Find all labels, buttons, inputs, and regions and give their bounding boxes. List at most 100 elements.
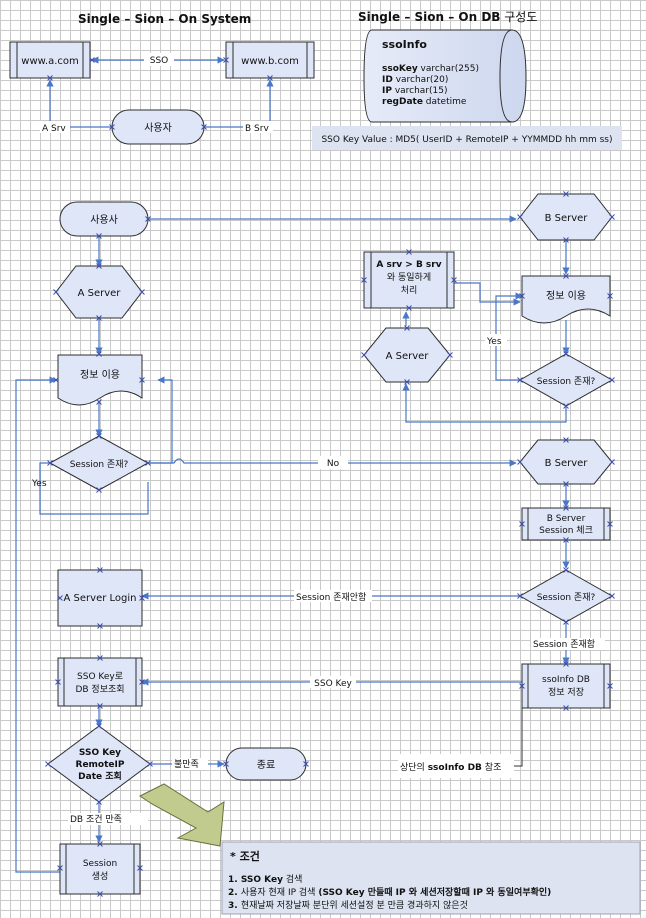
connection-point-mark <box>563 403 569 409</box>
connection-point-mark <box>137 865 143 871</box>
session-exist-label: Session 존재함 <box>533 639 595 650</box>
connection-point-mark <box>57 595 63 601</box>
end-terminal: 종료 <box>225 747 307 781</box>
connection-point-mark <box>145 460 151 466</box>
a-to-b-line3: 처리 <box>401 284 418 296</box>
connection-point-mark <box>223 57 229 63</box>
session-check-right-bottom: Session 존재? <box>518 569 614 623</box>
table-name: ssoInfo <box>382 38 427 51</box>
a-to-b-line2: 와 동일하게 <box>387 271 431 283</box>
session-create-line2: 생성 <box>92 871 109 882</box>
connection-point-mark <box>607 521 613 527</box>
site-a-box: www.a.com <box>9 41 91 79</box>
connection-point-mark <box>139 289 145 295</box>
yes-left-label: Yes <box>31 479 47 489</box>
connection-points <box>45 57 615 897</box>
no-label: No <box>327 459 340 469</box>
connection-point-mark <box>53 289 59 295</box>
a-server-1-label: A Server <box>78 288 122 299</box>
connection-point-mark <box>563 537 569 543</box>
user-label: 사용자 <box>144 122 172 134</box>
connection-point-mark <box>563 661 569 667</box>
session-check-left-label: Session 존재? <box>70 459 129 470</box>
connection-point-mark <box>563 505 569 511</box>
field-ip: IP varchar(15) <box>382 86 448 96</box>
connection-point-mark <box>96 233 102 239</box>
connection-point-mark <box>406 305 412 311</box>
field-regdate: regDate datetime <box>382 97 467 107</box>
b-server-mid-label: B Server <box>545 458 589 469</box>
b-srv-label: B Srv <box>245 124 269 134</box>
field-id: ID varchar(20) <box>382 75 448 85</box>
connection-point-mark <box>89 57 95 63</box>
ssoinfo-save-line1: ssoInfo DB <box>542 675 590 685</box>
connection-point-mark <box>96 315 102 321</box>
connection-point-mark <box>563 351 569 357</box>
connection-point-mark <box>517 377 523 383</box>
connection-point-mark <box>361 352 367 358</box>
connection-point-mark <box>45 761 51 767</box>
connection-point-mark <box>97 703 103 709</box>
connection-point-mark <box>517 214 523 220</box>
connection-point-mark <box>517 593 523 599</box>
connection-point-mark <box>96 723 102 729</box>
connection-point-mark <box>96 799 102 805</box>
b-server-top: B Server <box>519 193 613 241</box>
connection-point-mark <box>563 481 569 487</box>
condition-check-diamond: SSO Key RemoteIP Date 조회 <box>47 725 151 803</box>
connection-point-mark <box>519 521 525 527</box>
site-b-label: www.b.com <box>241 56 299 67</box>
connection-point-mark <box>55 679 61 685</box>
flow-user-label: 사용사 <box>90 214 118 226</box>
connection-point-mark <box>361 277 367 283</box>
sso-key-value-text: SSO Key Value : MD5( UserID + RemoteIP +… <box>321 135 612 145</box>
connection-point-mark <box>96 351 102 357</box>
connection-point-mark <box>47 460 53 466</box>
session-check-right-top-label: Session 존재? <box>537 376 596 387</box>
connection-point-mark <box>96 433 102 439</box>
connection-point-mark <box>517 459 523 465</box>
unsatisfied-label: 불만족 <box>174 759 199 770</box>
sso-label: SSO <box>150 56 169 66</box>
sso-key-query: SSO Key로 DB 정보조회 <box>57 657 143 707</box>
conditions-header: * 조건 <box>230 849 260 863</box>
a-server-login-label: A Server Login <box>64 593 137 604</box>
cond-line1: SSO Key <box>79 748 121 758</box>
site-b-box: www.b.com <box>225 41 315 79</box>
connection-point-mark <box>519 683 525 689</box>
connection-point-mark <box>563 191 569 197</box>
ssoinfo-save-line2: 정보 저장 <box>548 687 584 698</box>
connection-point-mark <box>563 437 569 443</box>
a-srv-connector <box>46 79 112 128</box>
connection-point-mark <box>96 263 102 269</box>
b-srv-connector <box>204 79 274 128</box>
session-check-right-bottom-label: Session 존재? <box>537 592 596 603</box>
info-use-right: 정보 이용 <box>521 275 611 324</box>
conditions-note: * 조건 1. SSO Key 검색 2. 사용자 현재 IP 검색 (SSO … <box>221 841 641 915</box>
connection-point-mark <box>53 377 59 383</box>
sso-key-query-line2: DB 정보조회 <box>75 684 124 695</box>
connection-point-mark <box>607 293 613 299</box>
info-use-right-label: 정보 이용 <box>546 290 586 302</box>
connection-point-mark <box>109 124 115 130</box>
connection-point-mark <box>303 761 309 767</box>
field-ssokey: ssoKey varchar(255) <box>382 64 479 74</box>
connection-point-mark <box>609 593 615 599</box>
b-session-check-line2: Session 체크 <box>539 525 593 536</box>
end-label: 종료 <box>257 759 275 771</box>
ssoinfo-save: ssoInfo DB 정보 저장 <box>521 663 611 709</box>
condition-item-1: 1. SSO Key 검색 <box>228 873 302 885</box>
sso-key-label: SSO Key <box>314 679 352 689</box>
connection-point-mark <box>139 377 145 383</box>
yes-right-label: Yes <box>486 337 502 347</box>
b-session-check-line1: B Server <box>547 514 586 524</box>
a-srv-label: A Srv <box>42 124 66 134</box>
b-server-mid: B Server <box>519 439 613 485</box>
connection-point-mark <box>147 761 153 767</box>
db-reference-text: 상단의 ssoInfo DB 참조 <box>400 762 501 773</box>
connection-point-mark <box>97 891 103 897</box>
connection-point-mark <box>563 619 569 625</box>
info-use-left: 정보 이용 <box>57 354 143 406</box>
